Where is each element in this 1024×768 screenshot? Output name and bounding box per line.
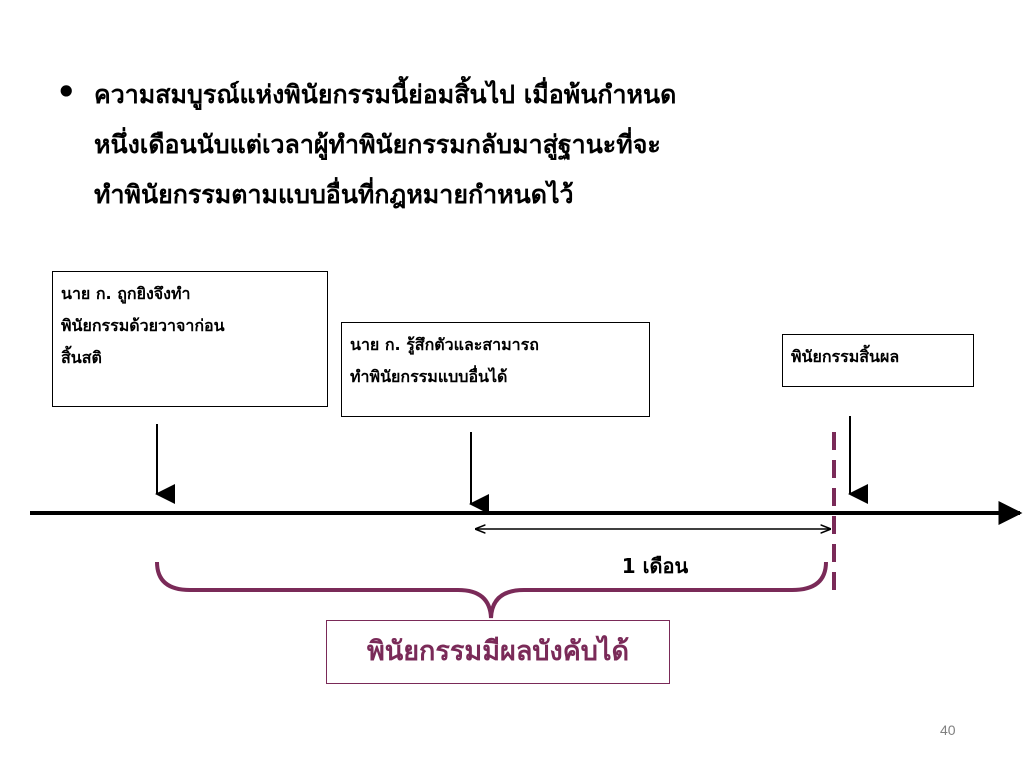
event-2-line-2: ทำพินัยกรรมแบบอื่นได้ [350,367,508,386]
event-1-line-3: สิ้นสติ [61,348,102,367]
effective-period-brace [155,561,828,619]
interval-label: 1 เดือน [622,554,689,578]
bullet-line-2: หนึ่งเดือนนับแต่เวลาผู้ทำพินัยกรรมกลับมา… [94,130,661,159]
event-2-line-1: นาย ก. รู้สึกตัวและสามารถ [350,335,539,354]
event-box-shot: นาย ก. ถูกยิงจึงทำ พินัยกรรมด้วยวาจาก่อน… [52,271,328,407]
bullet-dot-icon: • [56,73,77,111]
event-1-line-1: นาย ก. ถูกยิงจึงทำ [61,284,191,303]
event-1-line-2: พินัยกรรมด้วยวาจาก่อน [61,316,225,335]
event-box-recovered: นาย ก. รู้สึกตัวและสามารถ ทำพินัยกรรมแบบ… [341,322,650,417]
result-box: พินัยกรรมมีผลบังคับได้ [326,620,670,684]
event-box-expired: พินัยกรรมสิ้นผล [782,334,974,387]
bullet-text: ความสมบูรณ์แห่งพินัยกรรมนี้ย่อมสิ้นไป เม… [94,70,894,220]
event-3-line-1: พินัยกรรมสิ้นผล [791,347,900,366]
page-number: 40 [940,722,956,738]
bullet-line-3: ทำพินัยกรรมตามแบบอื่นที่กฎหมายกำหนดไว้ [94,180,574,209]
bullet-line-1: ความสมบูรณ์แห่งพินัยกรรมนี้ย่อมสิ้นไป เม… [94,80,677,109]
